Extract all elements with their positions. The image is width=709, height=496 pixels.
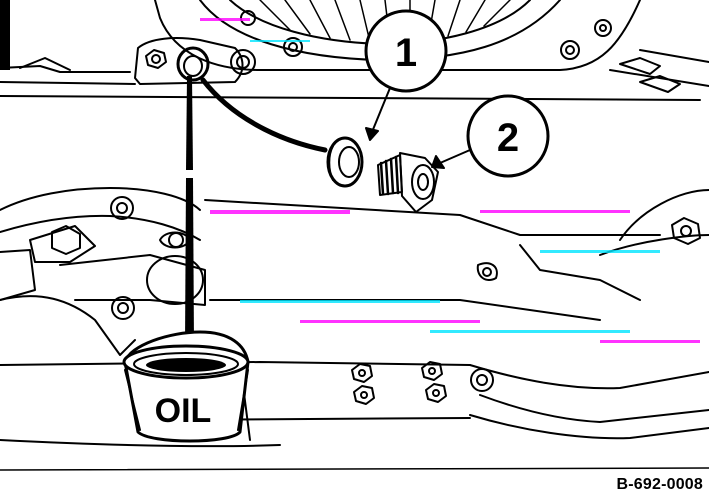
drain-boss bbox=[134, 37, 256, 85]
callout-2-arrowhead bbox=[431, 155, 445, 169]
callout-2-label: 2 bbox=[497, 116, 519, 160]
callout-leaders bbox=[365, 87, 471, 169]
oil-container-label: OIL bbox=[155, 392, 212, 430]
chassis-lower-section bbox=[0, 187, 709, 471]
drain-plug bbox=[377, 152, 439, 213]
sealing-washer bbox=[326, 136, 364, 188]
callout-1-circle bbox=[364, 9, 448, 93]
callout-1-leader bbox=[371, 87, 391, 133]
callout-2: 2 bbox=[466, 94, 550, 178]
callout-1-label: 1 bbox=[395, 31, 417, 75]
callout-1-arrowhead bbox=[365, 127, 379, 141]
callout-1: 1 bbox=[364, 9, 448, 93]
figure-code: B-692-0008 bbox=[616, 476, 703, 493]
callout-2-leader bbox=[439, 149, 471, 164]
oil-container: OIL bbox=[122, 330, 250, 443]
callout-2-circle bbox=[466, 94, 550, 178]
drain-path-line bbox=[200, 77, 328, 153]
scan-artifacts bbox=[200, 18, 700, 343]
engine-upper-section bbox=[0, 0, 709, 101]
